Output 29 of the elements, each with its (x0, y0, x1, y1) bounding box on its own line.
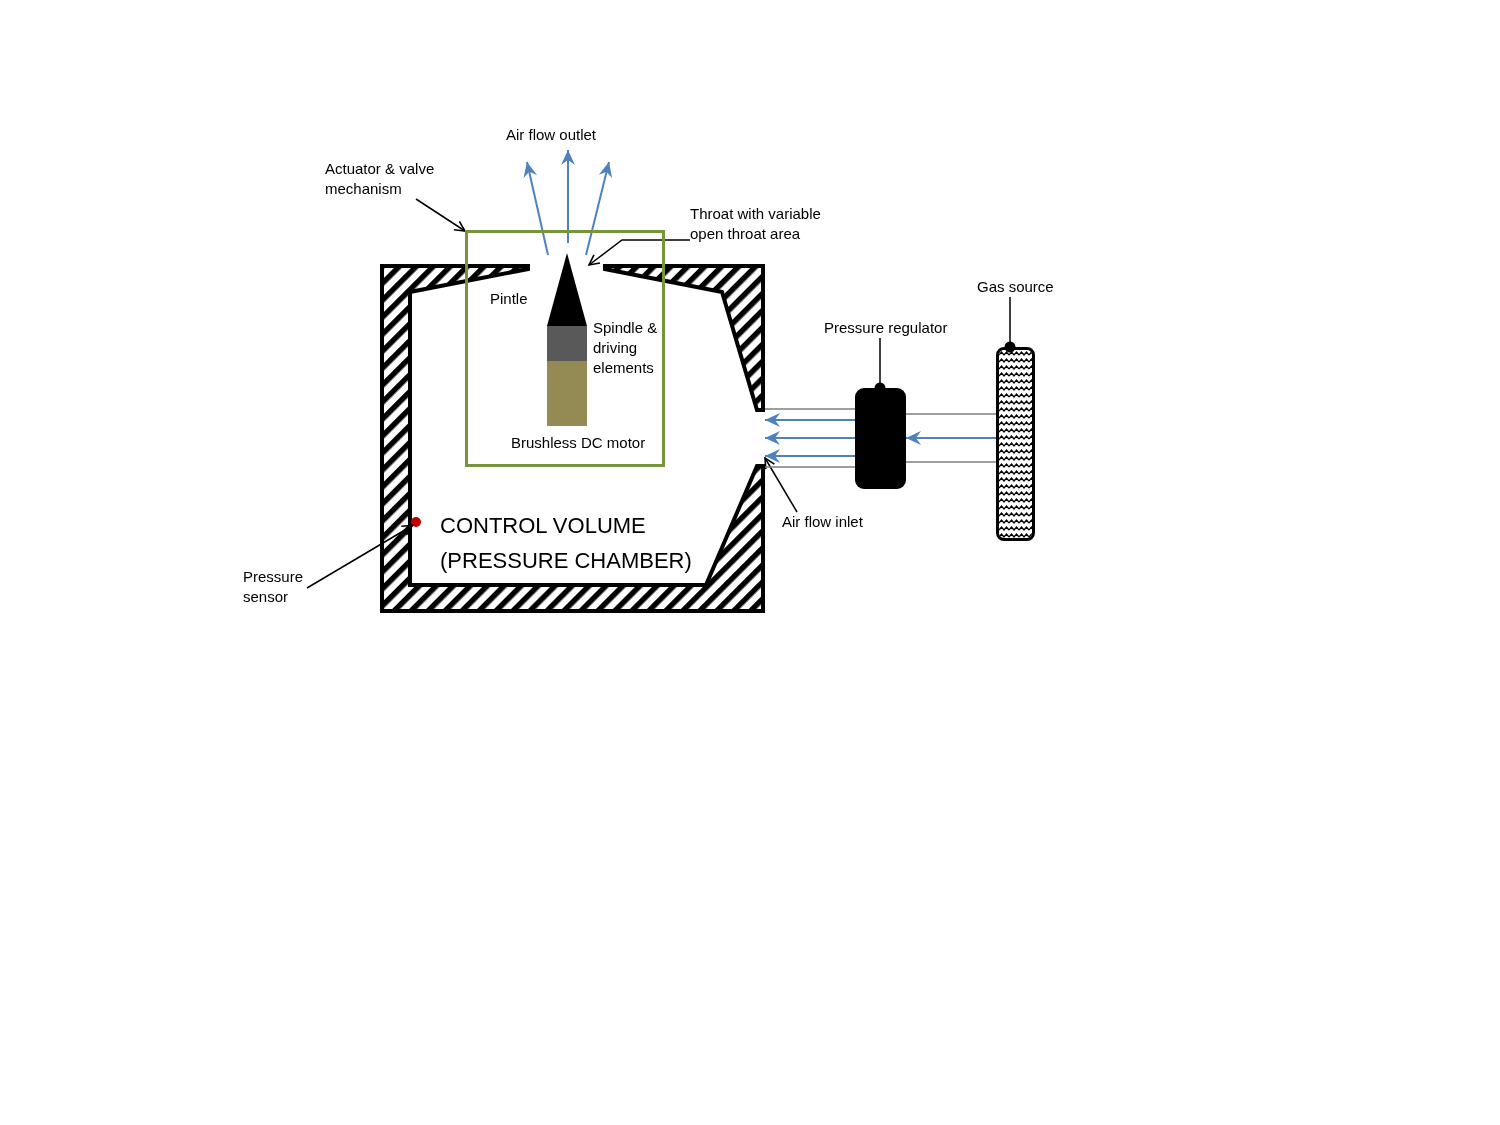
callout-label: Pressure sensor (243, 567, 307, 607)
leader-line (1004, 296, 1016, 353)
callout-label: Throat with variable open throat area (690, 204, 832, 244)
flow-arrow (765, 413, 855, 427)
leader-line (415, 198, 466, 232)
callout-label: Air flow inlet (782, 512, 863, 532)
chamber-title: CONTROL VOLUME (PRESSURE CHAMBER) (440, 512, 693, 575)
flow-label: Air flow outlet (506, 125, 597, 145)
leader-line (306, 524, 414, 589)
pipe-line (905, 413, 997, 415)
sensor-dot-icon (411, 517, 421, 527)
leader-line (588, 239, 691, 266)
pressure-regulator (855, 388, 906, 489)
flow-arrow (906, 431, 996, 445)
pipe-line (764, 408, 856, 410)
callout-label: Actuator & valve mechanism (325, 159, 443, 199)
mechanism-frame (465, 230, 665, 467)
part-label: Spindle & driving elements (593, 318, 659, 378)
callout-label: Gas source (977, 277, 1054, 297)
callout-label: Pressure regulator (824, 318, 948, 338)
gas-cylinder (996, 347, 1035, 541)
flow-arrow (765, 431, 855, 445)
flow-arrow (765, 449, 855, 463)
part-label: Brushless DC motor (511, 433, 646, 453)
part-label: Pintle (490, 289, 528, 309)
leader-line (764, 457, 798, 513)
pipe-line (905, 461, 997, 463)
pressure-chamber (380, 264, 765, 613)
pipe-line (764, 466, 856, 468)
